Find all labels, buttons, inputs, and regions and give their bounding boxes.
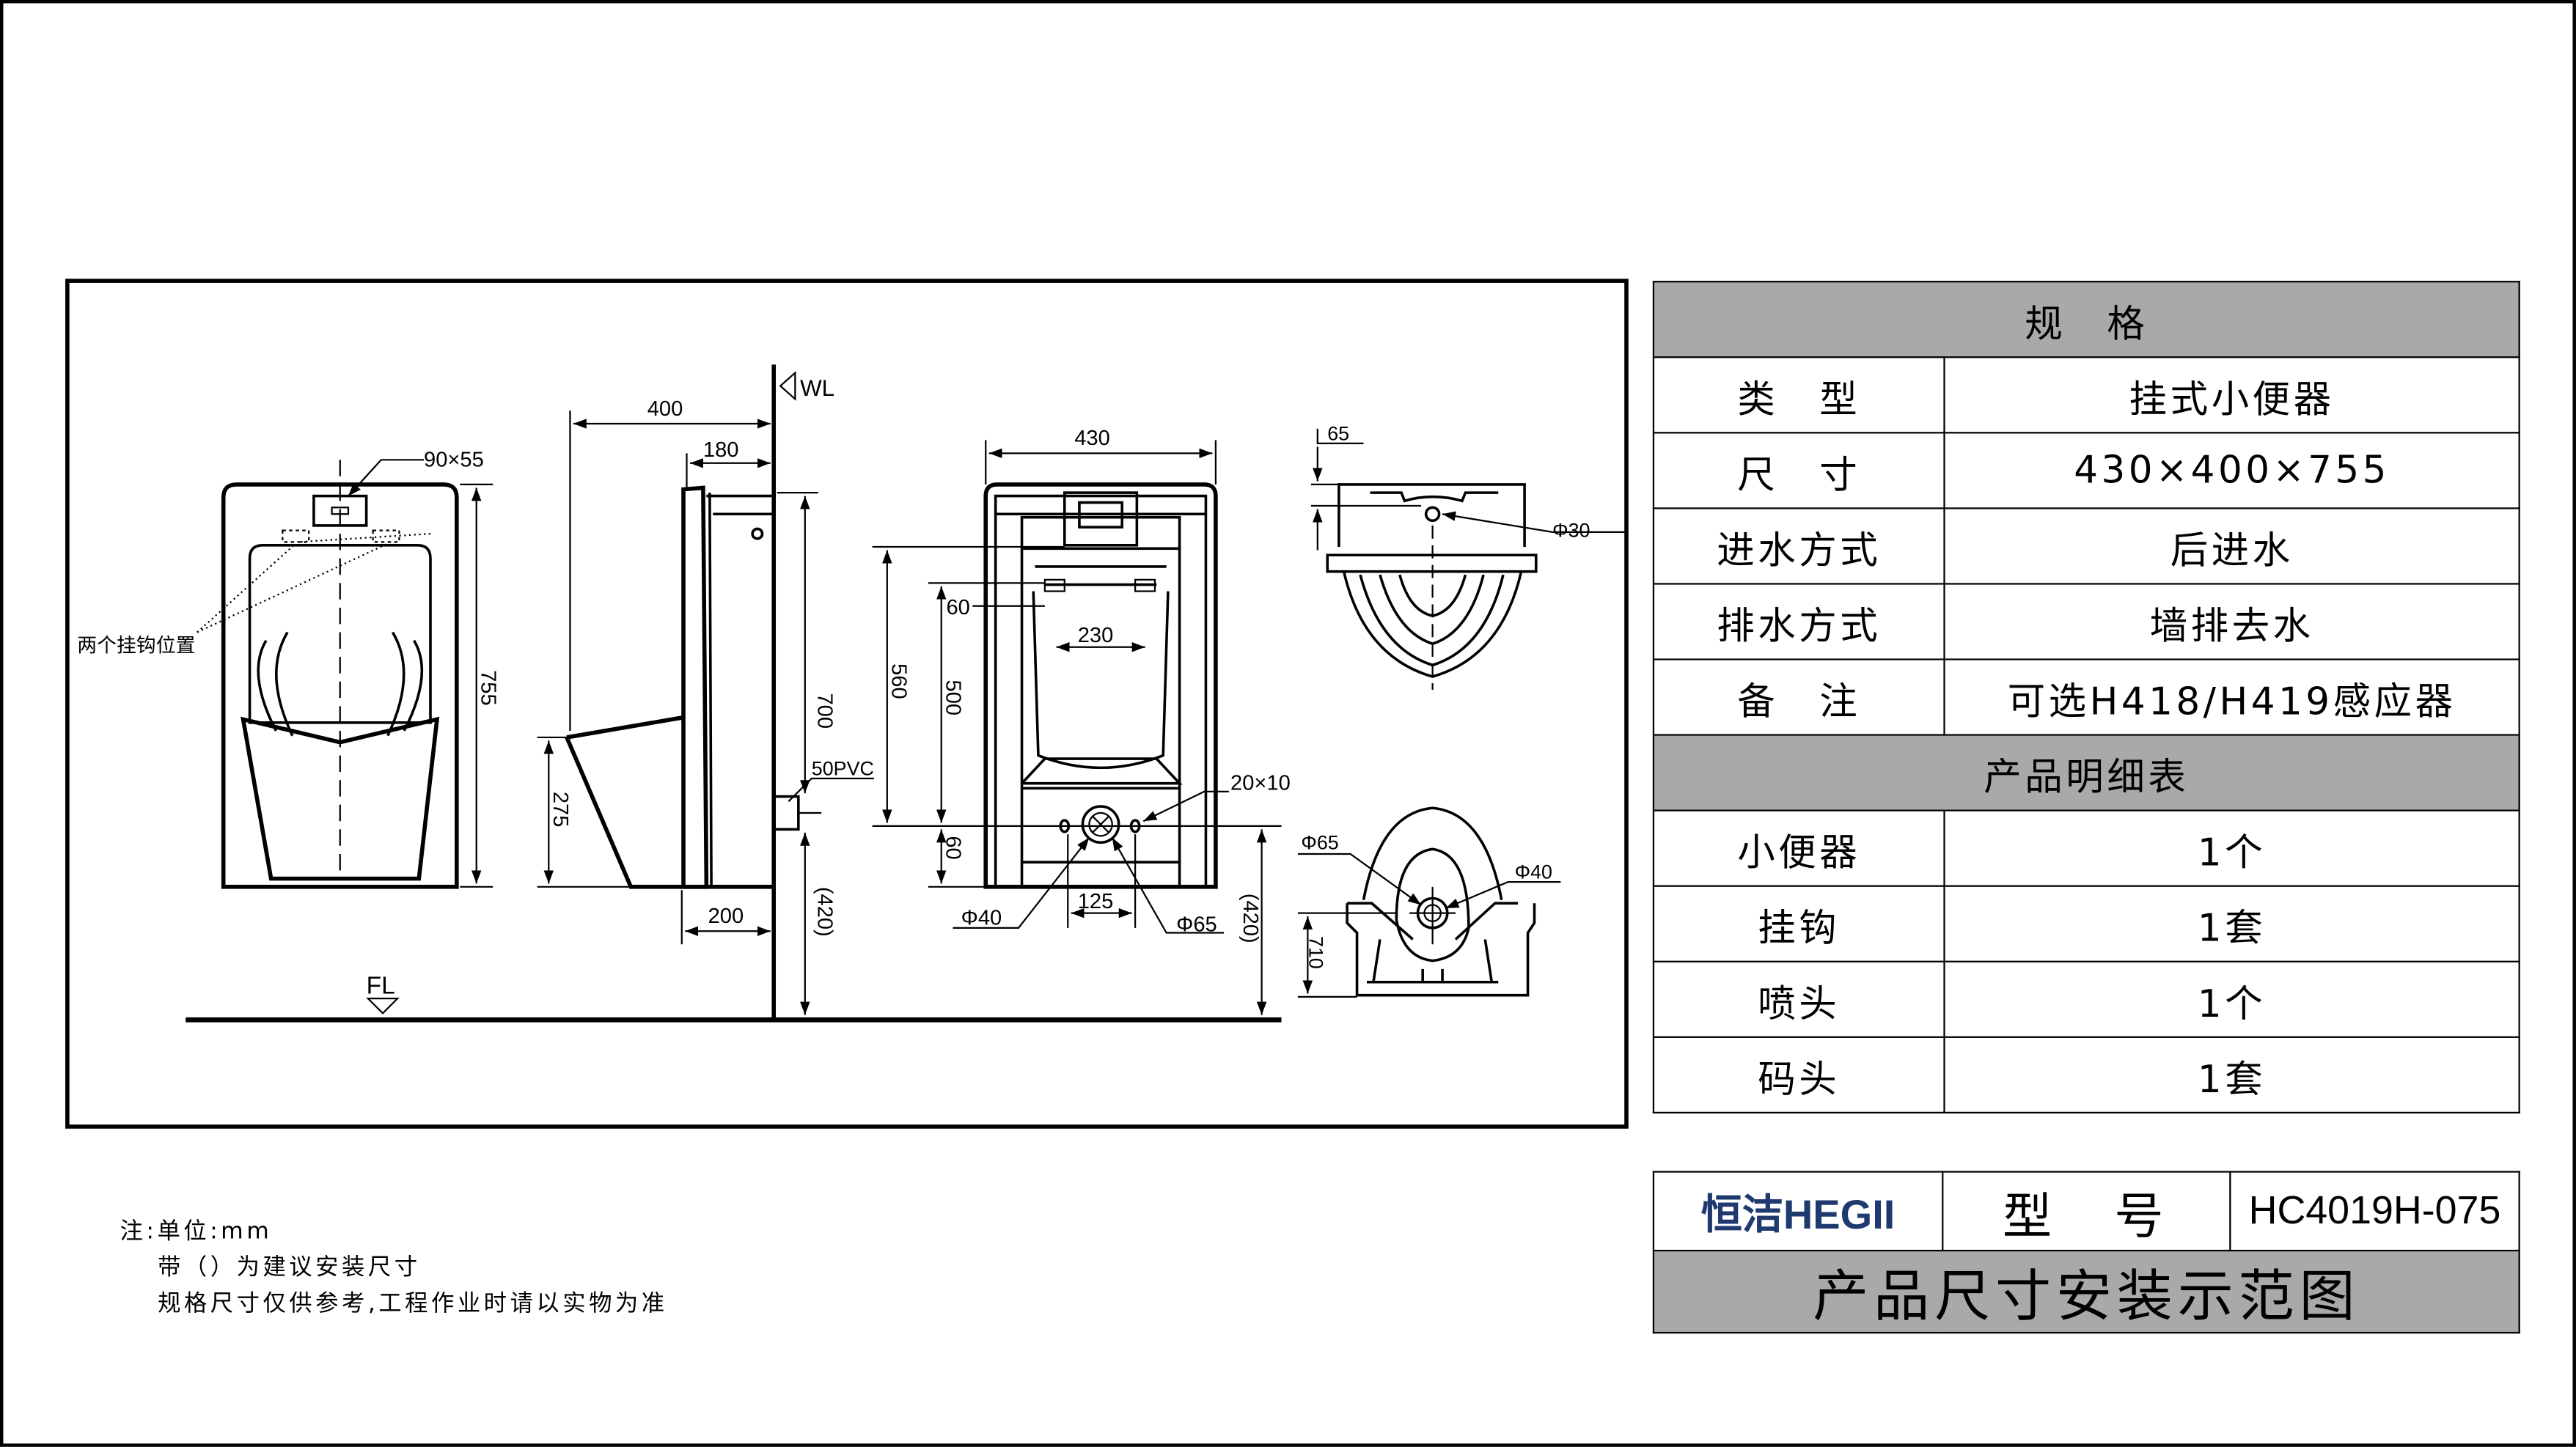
part-name: 喷头 [1652, 960, 1945, 1038]
spec-key: 尺 寸 [1652, 432, 1945, 509]
drawing-frame [65, 279, 1629, 1129]
part-name: 码头 [1652, 1036, 1945, 1113]
spec-key: 备 注 [1652, 658, 1945, 736]
part-qty: 1套 [1943, 1036, 2520, 1113]
notes: 注:单位:mm 带（）为建议安装尺寸 规格尺寸仅供参考,工程作业时请以实物为准 [120, 1214, 668, 1322]
bottom-phi40-label: Φ40 [1515, 861, 1552, 883]
hook-position [372, 529, 400, 543]
spec-row: 类 型挂式小便器 [1652, 356, 2520, 434]
spec-key: 排水方式 [1652, 583, 1945, 660]
dim-200: 200 [708, 905, 744, 928]
dim-180: 180 [703, 438, 739, 462]
part-qty: 1个 [1943, 960, 2520, 1038]
spec-title: 规 格 [1652, 281, 2520, 358]
parts-title: 产品明细表 [1652, 734, 2520, 811]
spec-row: 进水方式后进水 [1652, 507, 2520, 585]
dim-700: 700 [813, 693, 837, 729]
part-qty: 1套 [1943, 885, 2520, 962]
height-755-label: 755 [476, 670, 499, 706]
sensor-size-label: 90×55 [424, 448, 484, 471]
bottom-view: Φ65 Φ40 710 [1297, 806, 1561, 998]
dim-560: 560 [887, 663, 911, 699]
bottom-phi65-label: Φ65 [1301, 831, 1338, 853]
title-block: 恒洁HEGII 型 号 HC4019H-075 产品尺寸安装示范图 [1652, 1171, 2520, 1334]
inlet-hole [1424, 506, 1441, 522]
note-brackets: 带（）为建议安装尺寸 [158, 1254, 421, 1281]
dim-275: 275 [548, 792, 572, 828]
spec-value: 挂式小便器 [1943, 356, 2520, 434]
dim-420-side: (420) [813, 887, 837, 937]
model-number: HC4019H-075 [2229, 1171, 2520, 1252]
spec-value: 430×400×755 [1943, 432, 2520, 509]
spec-value: 后进水 [1943, 507, 2520, 585]
slot-size-label: 20×10 [1230, 772, 1291, 795]
dim-230: 230 [1078, 624, 1114, 647]
spec-value: 可选H418/H419感应器 [1943, 658, 2520, 736]
drawing-title: 产品尺寸安装示范图 [1652, 1249, 2520, 1334]
spec-row: 备 注可选H418/H419感应器 [1652, 658, 2520, 736]
dim-60-top: 60 [946, 596, 969, 619]
spec-value: 墙排去水 [1943, 583, 2520, 660]
dim-125: 125 [1078, 890, 1114, 913]
phi30-label: Φ30 [1552, 520, 1590, 542]
spec-key: 类 型 [1652, 356, 1945, 434]
brand-logo: 恒洁HEGII [1652, 1171, 1944, 1252]
wl-marker [779, 371, 796, 401]
note-reference: 规格尺寸仅供参考,工程作业时请以实物为准 [158, 1290, 668, 1317]
drain-pipe [772, 795, 800, 831]
spec-key: 进水方式 [1652, 507, 1945, 585]
side-view: WL 400 180 275 700 50PVC (420) 200 FL [186, 364, 1282, 1023]
rear-phi65-label: Φ65 [1176, 913, 1217, 936]
fl-marker [366, 998, 400, 1015]
rear-view: 430 560 500 60 230 60 20×10 Φ40 125 Φ65 … [872, 427, 1291, 1015]
front-view: 90×55 两个挂钩位置 755 [77, 448, 499, 889]
wl-label: WL [800, 375, 834, 401]
dim-65: 65 [1327, 422, 1349, 444]
hook-position-label: 两个挂钩位置 [77, 634, 195, 656]
dim-710: 710 [1305, 936, 1327, 969]
part-qty: 1个 [1943, 809, 2520, 887]
dim-400: 400 [647, 397, 683, 421]
pipe-label: 50PVC [812, 757, 874, 779]
dim-420-rear: (420) [1239, 894, 1262, 943]
spec-row: 排水方式墙排去水 [1652, 583, 2520, 660]
top-view: 65 Φ30 [1310, 422, 1626, 690]
part-name: 小便器 [1652, 809, 1945, 887]
note-unit: 注:单位:mm [120, 1218, 273, 1245]
model-label: 型 号 [1942, 1171, 2231, 1252]
fl-label: FL [367, 972, 395, 999]
dim-430: 430 [1074, 427, 1110, 450]
dim-500: 500 [941, 680, 964, 716]
rear-phi40-label: Φ40 [961, 906, 1002, 929]
dim-60-bottom: 60 [941, 836, 964, 859]
part-name: 挂钩 [1652, 885, 1945, 962]
drain-outlet [1081, 805, 1120, 844]
hook-position [282, 529, 310, 543]
